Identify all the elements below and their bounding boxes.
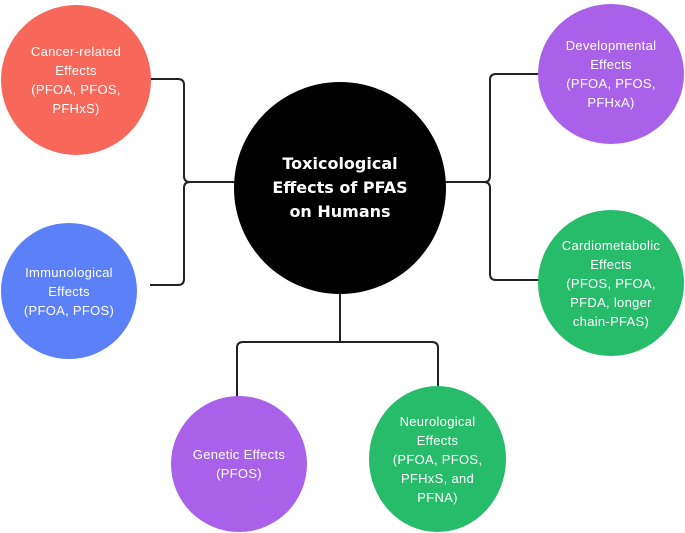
cardiometabolic-line-1: Cardiometabolic (561, 237, 661, 253)
cardiometabolic-line-4: PFDA, longer (570, 294, 652, 310)
node-immunological: Immunological Effects (PFOA, PFOS) (1, 223, 137, 359)
node-cardiometabolic: Cardiometabolic Effects (PFOS, PFOA, PFD… (538, 210, 684, 356)
node-cancer-related: Cancer-related Effects (PFOA, PFOS, PFHx… (1, 5, 151, 155)
immunological-line-2: Effects (48, 283, 90, 299)
developmental-line-3: (PFOA, PFOS, (566, 76, 656, 91)
cancer-line-4: PFHxS) (52, 101, 100, 116)
genetic-line-1: Genetic Effects (192, 447, 286, 462)
developmental-line-4: PFHxA) (587, 95, 635, 110)
cardiometabolic-line-2: Effects (590, 256, 632, 272)
cancer-line-3: (PFOA, PFOS, (31, 82, 121, 97)
cancer-line-1: Cancer-related (30, 44, 122, 59)
node-genetic: Genetic Effects (PFOS) (171, 396, 307, 532)
center-title-line-1: Toxicological (282, 154, 398, 173)
cardiometabolic-line-5: chain-PFAS) (572, 313, 650, 329)
connector-immunological (150, 181, 191, 286)
center-title-line-2: Effects of PFAS (272, 178, 408, 197)
developmental-line-1: Developmental (565, 38, 657, 53)
genetic-line-2: (PFOS) (216, 466, 262, 481)
neurological-line-2: Effects (416, 432, 459, 448)
neurological-line-4: PFHxS, and (400, 470, 475, 486)
cancer-line-2: Effects (55, 63, 97, 78)
immunological-line-3: (PFOA, PFOS) (23, 302, 115, 318)
connector-neurological (340, 341, 439, 390)
center-topic: Toxicological Effects of PFAS on Humans (234, 82, 446, 294)
cardiometabolic-line-3: (PFOS, PFOA, (566, 275, 656, 291)
neurological-line-1: Neurological (399, 413, 476, 429)
neurological-line-3: (PFOA, PFOS, (392, 451, 483, 467)
center-title-line-3: on Humans (289, 202, 391, 221)
immunological-line-1: Immunological (25, 264, 113, 280)
developmental-line-2: Effects (590, 57, 632, 72)
neurological-line-5: PFNA) (417, 489, 458, 505)
connector-developmental (444, 73, 540, 183)
node-developmental: Developmental Effects (PFOA, PFOS, PFHxA… (538, 4, 684, 144)
connector-cancer (150, 78, 236, 183)
connector-genetic (236, 292, 341, 414)
node-neurological: Neurological Effects (PFOA, PFOS, PFHxS,… (369, 386, 506, 532)
connector-cardiometabolic (483, 181, 540, 281)
